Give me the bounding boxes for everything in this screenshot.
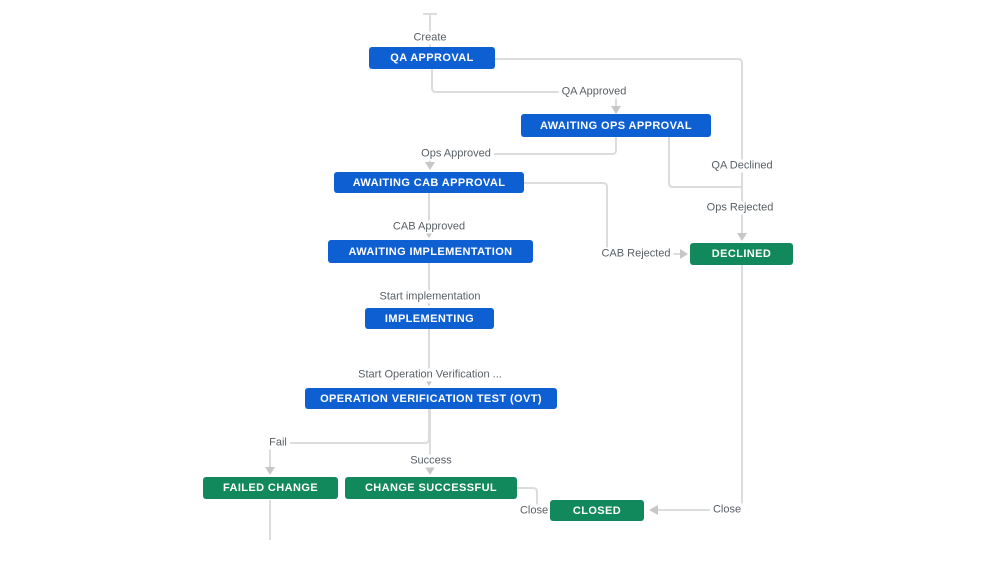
status-operation-verification-test[interactable]: OPERATION VERIFICATION TEST (OVT): [305, 388, 557, 409]
arrowhead-into-closed-right: [649, 505, 658, 515]
transition-label-close-from-declined[interactable]: Close: [709, 503, 745, 517]
arrowhead-into-declined-top: [737, 233, 747, 241]
transition-label-start-implementation[interactable]: Start implementation: [376, 290, 484, 304]
arrowhead-into-awaiting-cab-approval: [425, 162, 435, 170]
arrowhead-into-change-successful: [425, 467, 435, 475]
status-declined[interactable]: DECLINED: [690, 243, 793, 265]
transition-label-cab-approved[interactable]: CAB Approved: [389, 220, 469, 234]
status-awaiting-cab-approval[interactable]: AWAITING CAB APPROVAL: [334, 172, 524, 193]
connector-close-from-declined: [658, 265, 743, 511]
arrowhead-into-declined-left: [680, 249, 688, 259]
transition-label-fail[interactable]: Fail: [266, 436, 290, 450]
transition-label-cab-rejected[interactable]: CAB Rejected: [598, 247, 674, 261]
connector-ops-rejected: [668, 137, 742, 188]
arrowhead-into-awaiting-ops-approval: [611, 106, 621, 114]
status-change-successful[interactable]: CHANGE SUCCESSFUL: [345, 477, 517, 499]
status-awaiting-ops-approval[interactable]: AWAITING OPS APPROVAL: [521, 114, 711, 137]
transition-label-ops-approved[interactable]: Ops Approved: [418, 147, 494, 161]
status-awaiting-implementation[interactable]: AWAITING IMPLEMENTATION: [328, 240, 533, 263]
connector-fail: [269, 409, 430, 472]
arrowhead-into-failed-change: [265, 467, 275, 475]
transition-label-create[interactable]: Create: [410, 31, 450, 45]
transition-label-success[interactable]: Success: [407, 454, 455, 468]
status-implementing[interactable]: IMPLEMENTING: [365, 308, 494, 329]
transition-label-close-from-successful[interactable]: Close: [516, 504, 552, 518]
transition-label-qa-approved[interactable]: QA Approved: [558, 85, 630, 99]
status-closed[interactable]: CLOSED: [550, 500, 644, 521]
transition-label-ops-rejected[interactable]: Ops Rejected: [703, 201, 777, 215]
status-qa-approval[interactable]: QA APPROVAL: [369, 47, 495, 69]
connector-qa-declined: [495, 58, 743, 233]
status-failed-change[interactable]: FAILED CHANGE: [203, 477, 338, 499]
connector-cab-rejected: [524, 182, 681, 255]
transition-label-qa-declined[interactable]: QA Declined: [708, 159, 776, 173]
transition-label-start-ovt[interactable]: Start Operation Verification ...: [355, 368, 505, 382]
